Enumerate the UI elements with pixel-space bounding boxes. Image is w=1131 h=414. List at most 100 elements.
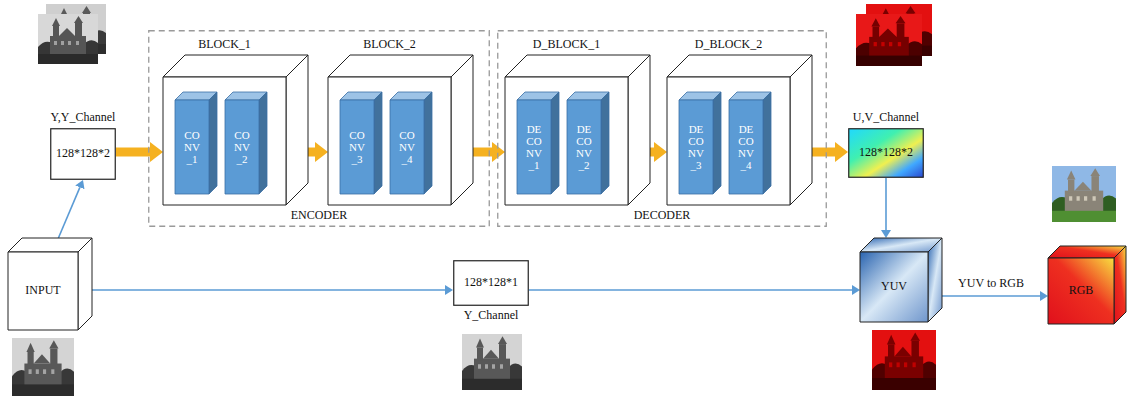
data-flow-arrow [116, 148, 150, 157]
text-slot: DECODER [497, 209, 827, 223]
edge-label: YUV to RGB [956, 277, 1026, 291]
data-flow-arrow [308, 148, 315, 157]
text-slot: ENCODER [148, 209, 490, 223]
encoder-group: CO NV _1 CO NV _2 BLOCK_1 CO NV _3 CO NV _4 B… [148, 30, 490, 227]
data-flow-arrow [650, 148, 654, 157]
cube-front-face [729, 100, 763, 194]
node-heading: BLOCK_2 [363, 38, 416, 52]
dashed-group-border [149, 31, 490, 227]
text-slot: D_BLOCK_2 [607, 38, 850, 52]
cube-front-face [340, 100, 374, 194]
input-cube: INPUT [8, 238, 92, 330]
node-heading: ENCODER [291, 209, 348, 223]
node-label: 128*128*2 [56, 147, 110, 161]
node-heading: D_BLOCK_1 [533, 38, 600, 52]
node-label: CO NV _1 [178, 129, 206, 165]
text-slot: DE CO NV _2 [567, 100, 601, 194]
cube-side-face [259, 92, 267, 194]
cube-side-face [78, 238, 92, 330]
text-slot: D_BLOCK_1 [445, 38, 688, 52]
connector-arrow [885, 178, 887, 230]
node-heading: BLOCK_1 [198, 38, 251, 52]
deconv-block: DE CO NV _3DE CO NV _4D_BLOCK_2 [667, 55, 812, 205]
text-slot: DE CO NV _1 [517, 100, 551, 194]
text-slot: DE CO NV _3 [679, 100, 713, 194]
text-slot: 128*128*2 [848, 128, 924, 178]
node-label: RGB [1069, 284, 1094, 298]
cube-front-face [505, 77, 628, 205]
node-label: DE CO NV _4 [732, 123, 760, 171]
deconv-layer: DE CO NV _2 [567, 92, 609, 194]
connector-arrow [529, 289, 852, 291]
text-slot: Y_Channel [393, 309, 589, 323]
cube-side-face [1114, 246, 1126, 324]
tensor-box: 128*128*1Y_Channel [453, 260, 529, 306]
cube-front-face [1048, 258, 1114, 324]
cube-side-face [551, 92, 559, 194]
connector-arrow [92, 289, 445, 291]
conv-layer: CO NV _3 [340, 92, 382, 194]
conv-layer: CO NV _1 [175, 92, 217, 194]
cube-side-face [451, 55, 473, 205]
node-label: DE CO NV _1 [520, 123, 548, 171]
tensor-box: Y,Y_Channel128*128*2 [50, 128, 116, 180]
cube-front-face [225, 100, 259, 194]
box-border [849, 129, 924, 178]
text-slot: U,V_Channel [788, 111, 984, 125]
deconv-block: DE CO NV _1DE CO NV _2D_BLOCK_1 [505, 55, 650, 205]
edge-label-slot: YUV to RGB [956, 277, 1026, 291]
node-heading: D_BLOCK_2 [695, 38, 762, 52]
box-border [454, 261, 529, 306]
cube-top-face [667, 55, 812, 77]
text-slot: INPUT [8, 252, 78, 330]
cube-front-face [679, 100, 713, 194]
rgb-cube: RGB [1048, 246, 1126, 324]
yuv-cube: YUV [860, 238, 942, 322]
node-label: 128*128*1 [464, 276, 518, 290]
grayscale-photo [12, 338, 74, 396]
node-label: CO NV _4 [393, 129, 421, 165]
text-slot: YUV [860, 252, 928, 322]
text-slot: 128*128*2 [50, 128, 116, 180]
conv-layer: CO NV _2 [225, 92, 267, 194]
dashed-group-border [498, 31, 827, 227]
text-slot: BLOCK_2 [268, 38, 511, 52]
cube-top-face [505, 55, 650, 77]
cube-side-face [601, 92, 609, 194]
grayscale-photo [462, 334, 522, 390]
connector-arrow [942, 295, 1040, 297]
cube-top-face [163, 55, 308, 77]
connector-arrow [58, 187, 79, 238]
text-slot: RGB [1048, 258, 1114, 324]
conv-block: CO NV _3CO NV _4BLOCK_2 [328, 55, 473, 205]
cube-side-face [763, 92, 771, 194]
node-heading: Y,Y_Channel [51, 111, 116, 125]
red-channel-photo-pair [856, 4, 932, 66]
cube-side-face [374, 92, 382, 194]
text-slot: DE CO NV _4 [729, 100, 763, 194]
node-label: YUV [881, 280, 907, 294]
cube-front-face [163, 77, 286, 205]
cube-front-face [175, 100, 209, 194]
text-slot: CO NV _4 [390, 100, 424, 194]
node-label: 128*128*2 [859, 146, 913, 160]
node-label: DE CO NV _2 [570, 123, 598, 171]
cube-front-face [8, 252, 78, 330]
grayscale-photo-pair [38, 4, 106, 64]
text-slot: Y,Y_Channel [0, 111, 176, 125]
node-heading: U,V_Channel [853, 111, 919, 125]
text-slot: 128*128*1 [453, 260, 529, 306]
cube-side-face [713, 92, 721, 194]
node-label: CO NV _2 [228, 129, 256, 165]
cube-front-face [517, 100, 551, 194]
text-slot: CO NV _3 [340, 100, 374, 194]
cube-front-face [567, 100, 601, 194]
node-heading: DECODER [634, 209, 691, 223]
deconv-layer: DE CO NV _4 [729, 92, 771, 194]
node-label: INPUT [25, 284, 60, 298]
cube-front-face [328, 77, 451, 205]
node-label: DE CO NV _3 [682, 123, 710, 171]
conv-layer: CO NV _4 [390, 92, 432, 194]
cube-front-face [667, 77, 790, 205]
cube-side-face [928, 238, 942, 322]
